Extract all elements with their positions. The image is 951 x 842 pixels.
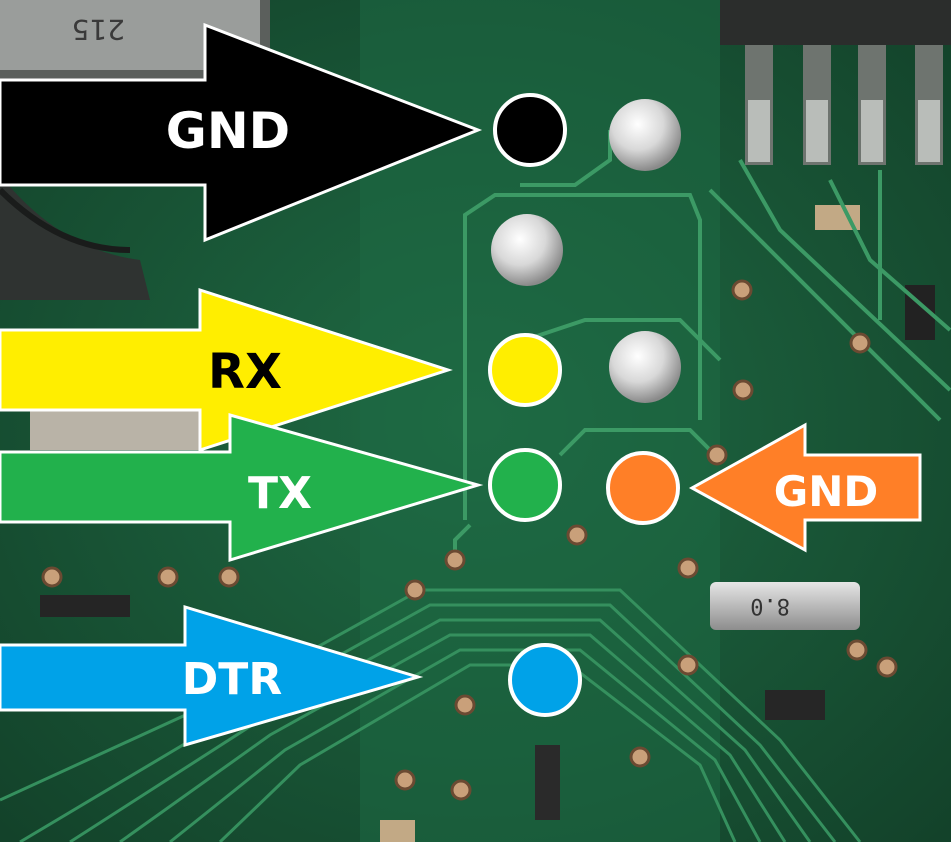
tx-pin-marker — [488, 448, 562, 522]
dtr-pin-marker — [508, 643, 582, 717]
gnd-right-arrow: GND — [688, 422, 922, 553]
crystal-marking: 8.0 — [750, 593, 790, 618]
gnd-top-pin-marker — [493, 93, 567, 167]
inductor-marking: 215 — [72, 13, 125, 46]
rx-arrow: RX — [0, 287, 453, 453]
smd-components — [40, 205, 935, 842]
ic-chip — [720, 0, 951, 165]
dtr-arrow: DTR — [0, 604, 424, 748]
copper-traces — [453, 130, 951, 560]
gnd-top-label: GND — [166, 102, 290, 160]
rx-label: RX — [208, 344, 282, 400]
rx-pin-marker — [488, 333, 562, 407]
solder-pads — [491, 99, 681, 403]
dtr-label: DTR — [182, 654, 282, 705]
crystal-component: 8.0 — [710, 582, 860, 630]
gnd-top-arrow: GND — [0, 22, 483, 243]
tx-arrow: TX — [0, 413, 484, 563]
tx-label: TX — [248, 468, 312, 519]
gnd-right-pin-marker — [606, 451, 680, 525]
capacitor-component — [30, 410, 200, 450]
gnd-right-label: GND — [774, 467, 879, 516]
vias — [41, 279, 898, 801]
